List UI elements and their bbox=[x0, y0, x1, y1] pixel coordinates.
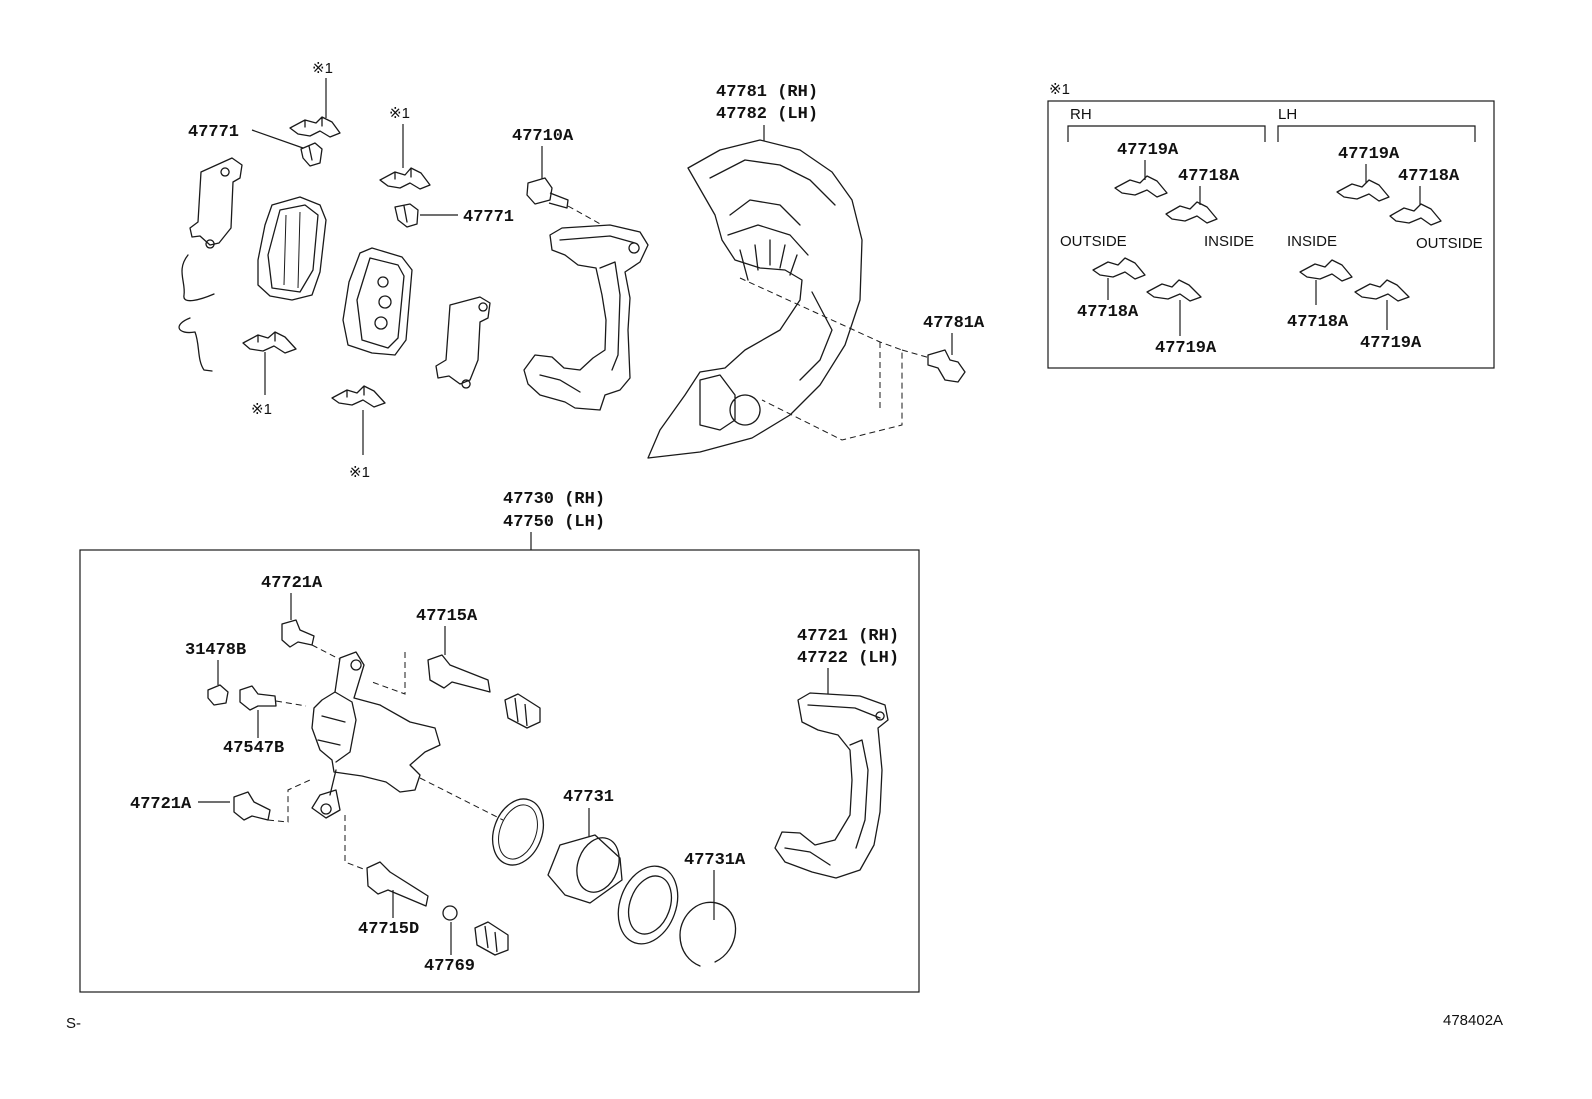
bleeder-bolt-47721A-left[interactable] bbox=[233, 791, 271, 821]
shim-clip-bottom[interactable] bbox=[331, 385, 386, 408]
inset-lh-inside-label: INSIDE bbox=[1287, 233, 1337, 250]
label-47771-top: 47771 bbox=[188, 123, 239, 142]
label-47781A: 47781A bbox=[923, 314, 985, 333]
label-31478B: 31478B bbox=[185, 641, 246, 660]
cylinder-boot[interactable] bbox=[608, 858, 688, 952]
label-47750: 47750 (LH) bbox=[503, 513, 605, 532]
shim-clip-left[interactable] bbox=[242, 331, 297, 354]
inset-lh-shim-47718A-bottom[interactable] bbox=[1299, 259, 1353, 282]
inset-rh-47718A-bottom: 47718A bbox=[1077, 303, 1139, 322]
wear-indicator-mid[interactable] bbox=[394, 203, 419, 228]
bracket-bolt-47710A[interactable] bbox=[526, 177, 569, 209]
caliper-assembly-group: 47721A 31478B 47547B 47721A 47715A bbox=[130, 574, 899, 976]
pin-boot-upper[interactable] bbox=[504, 693, 541, 729]
anti-squeal-shim-outer[interactable] bbox=[189, 157, 243, 249]
inset-rh-47719A-bottom: 47719A bbox=[1155, 339, 1217, 358]
mounting-bracket-group: 47710A bbox=[512, 127, 649, 411]
inset-lh-shim-47718A-top[interactable] bbox=[1389, 203, 1442, 226]
note-marker-top: ※1 bbox=[312, 60, 333, 77]
caliper-assembly-box bbox=[79, 549, 920, 993]
bushing-47769[interactable] bbox=[442, 905, 458, 921]
label-47721: 47721 (RH) bbox=[797, 627, 899, 646]
label-47730: 47730 (RH) bbox=[503, 490, 605, 509]
caliper-cylinder-body[interactable] bbox=[311, 651, 441, 819]
bleeder-cap-31478B[interactable] bbox=[207, 684, 229, 706]
caliper-piston[interactable] bbox=[547, 832, 626, 904]
label-47731: 47731 bbox=[563, 788, 614, 807]
inset-rh-shim-47719A-top[interactable] bbox=[1114, 175, 1168, 198]
label-47731A: 47731A bbox=[684, 851, 746, 870]
label-47781: 47781 (RH) bbox=[716, 83, 818, 102]
inset-rh-47719A-top: 47719A bbox=[1117, 141, 1179, 160]
shim-clip-top[interactable] bbox=[289, 116, 341, 138]
inset-rh-shim-47719A-bottom[interactable] bbox=[1146, 279, 1202, 302]
inset-rh-shim-47718A-top[interactable] bbox=[1165, 201, 1218, 224]
note-marker-mid: ※1 bbox=[389, 105, 410, 122]
pad-and-shim-group: ※1 ※1 ※1 ※1 47771 47771 bbox=[178, 60, 514, 481]
note-marker-left: ※1 bbox=[251, 401, 272, 418]
label-47771-mid: 47771 bbox=[463, 208, 514, 227]
inset-rh-shim-47718A-bottom[interactable] bbox=[1092, 257, 1146, 280]
inset-lh-shim-47719A-bottom[interactable] bbox=[1354, 279, 1410, 302]
inner-brake-pad[interactable] bbox=[342, 247, 413, 356]
caliper-mounting-bracket[interactable] bbox=[523, 224, 649, 411]
inset-lh-header: LH bbox=[1278, 106, 1297, 123]
inset-lh-shim-47719A-top[interactable] bbox=[1336, 179, 1390, 202]
label-47782: 47782 (LH) bbox=[716, 105, 818, 124]
shim-kit-inset: ※1 RH LH 47719A 47718A OUTSIDE INSIDE 47… bbox=[1047, 81, 1495, 369]
inset-lh-47719A-bottom: 47719A bbox=[1360, 334, 1422, 353]
set-ring-47731A[interactable] bbox=[679, 901, 737, 967]
bleeder-bolt-47721A-top[interactable] bbox=[281, 619, 315, 648]
anti-rattle-spring[interactable] bbox=[178, 254, 215, 372]
shim-clip-mid[interactable] bbox=[379, 167, 431, 190]
slide-pin-47715A[interactable] bbox=[427, 654, 491, 693]
label-47721A-left: 47721A bbox=[130, 795, 192, 814]
inset-note-symbol: ※1 bbox=[1049, 81, 1070, 98]
inset-rh-47718A-top: 47718A bbox=[1178, 167, 1240, 186]
label-47547B: 47547B bbox=[223, 739, 284, 758]
inset-lh-47719A-top: 47719A bbox=[1338, 145, 1400, 164]
inset-rh-outside-label: OUTSIDE bbox=[1060, 233, 1127, 250]
cylinder-support[interactable] bbox=[774, 692, 889, 879]
note-marker-bottom: ※1 bbox=[349, 464, 370, 481]
disc-dust-cover[interactable] bbox=[647, 139, 863, 459]
wear-indicator-top[interactable] bbox=[300, 142, 323, 167]
label-47710A: 47710A bbox=[512, 127, 574, 146]
inset-box bbox=[1047, 100, 1495, 369]
slide-pin-47715D[interactable] bbox=[366, 861, 429, 907]
corner-mark: S- bbox=[66, 1015, 81, 1032]
outer-brake-pad[interactable] bbox=[257, 196, 327, 301]
inset-rh-header: RH bbox=[1070, 106, 1092, 123]
piston-seal[interactable] bbox=[484, 792, 552, 872]
inset-rh-inside-label: INSIDE bbox=[1204, 233, 1254, 250]
anti-squeal-shim-inner[interactable] bbox=[435, 296, 491, 389]
inset-lh-outside-label: OUTSIDE bbox=[1416, 235, 1483, 252]
dust-cover-bolt-47781A[interactable] bbox=[927, 349, 966, 383]
inset-lh-47718A-bottom: 47718A bbox=[1287, 313, 1349, 332]
label-47715D: 47715D bbox=[358, 920, 419, 939]
inset-lh-47718A-top: 47718A bbox=[1398, 167, 1460, 186]
disc-dust-cover-group: 47781 (RH) 47782 (LH) 47781A bbox=[647, 83, 985, 459]
diagram-id: 478402A bbox=[1443, 1012, 1503, 1029]
label-47769: 47769 bbox=[424, 957, 475, 976]
label-47715A: 47715A bbox=[416, 607, 478, 626]
label-47721A-top: 47721A bbox=[261, 574, 323, 593]
bleeder-plug-47547B[interactable] bbox=[239, 685, 277, 711]
label-47722: 47722 (LH) bbox=[797, 649, 899, 668]
pin-boot-lower[interactable] bbox=[474, 921, 509, 956]
